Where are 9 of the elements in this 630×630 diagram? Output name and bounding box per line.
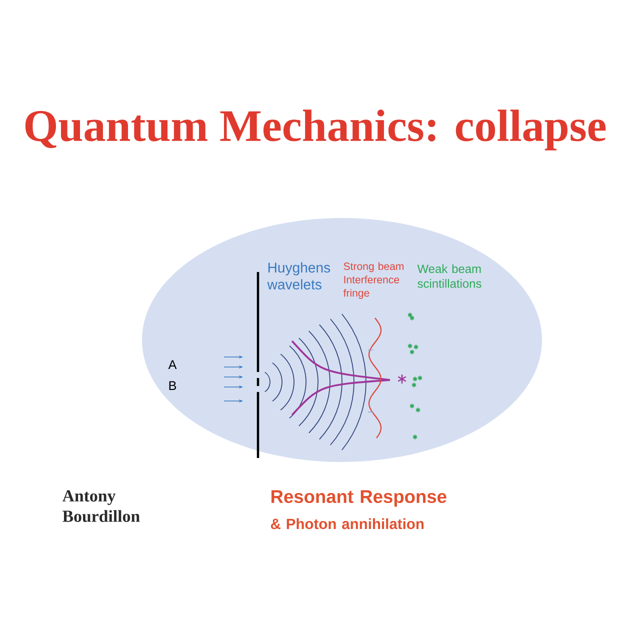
slit-label: B (169, 381, 176, 390)
subtitle: & Photon annihilation (270, 518, 424, 530)
book-title: Quantum Mechanics: collapse (25, 110, 606, 150)
subtitle: Resonant Response (272, 490, 446, 507)
annotation: Weak beam scintillations (417, 264, 482, 288)
annotation: Huyghens wavelets (267, 262, 330, 290)
annotation: Strong beam Interference fringe (343, 262, 404, 299)
author-name: Antony Bourdillon (62, 490, 140, 522)
slit-label: A (168, 360, 177, 369)
